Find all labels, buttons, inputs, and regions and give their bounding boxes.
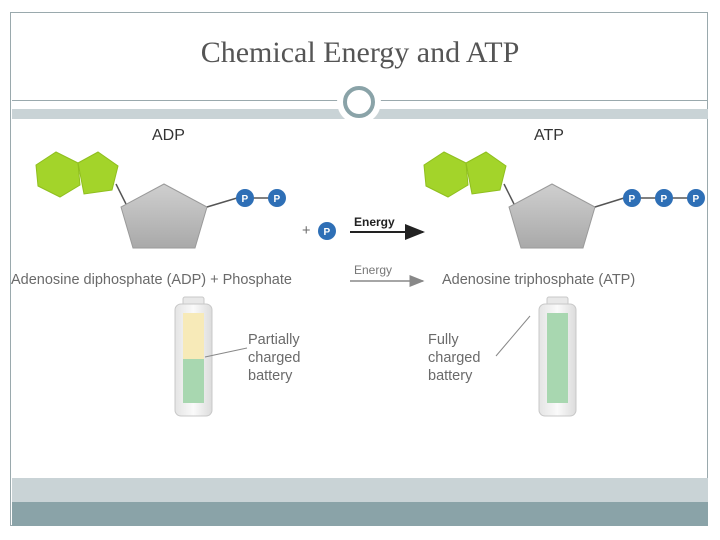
adp-phosphate-1-label: P — [242, 194, 249, 205]
adp-header: ADP — [152, 127, 185, 144]
adp-bond-ribose-phosphate — [206, 197, 238, 208]
adp-adenine-hexagon — [35, 151, 81, 198]
atp-phosphate-1-label: P — [629, 194, 636, 205]
adp-bond-adenine-ribose — [115, 183, 127, 205]
battery-full-label-line-2: charged — [428, 350, 480, 366]
atp-header: ATP — [534, 127, 564, 144]
slide-title: Chemical Energy and ATP — [200, 36, 520, 69]
divider-ring-icon — [343, 86, 375, 118]
battery-partial-leader-line — [204, 347, 248, 358]
footer-band-dark — [12, 502, 708, 526]
atp-molecule: P P P — [423, 151, 705, 249]
atp-adenine-hexagon — [423, 151, 469, 198]
atp-adenine-pentagon — [465, 151, 507, 195]
adp-ribose-pentagon — [120, 183, 208, 249]
atp-phosphate-2 — [655, 189, 673, 207]
atp-phosphate-2-label: P — [661, 194, 668, 205]
atp-phosphate-3-label: P — [693, 194, 700, 205]
free-phosphate-label: P — [324, 227, 331, 238]
free-phosphate — [318, 222, 336, 240]
battery-partial — [174, 296, 248, 417]
equation-right: Adenosine triphosphate (ATP) — [442, 272, 635, 288]
energy-label-top: Energy — [354, 215, 395, 229]
adp-phosphate-1 — [236, 189, 254, 207]
battery-partial-label-line-1: Partially — [248, 332, 300, 348]
adp-phosphate-2 — [268, 189, 286, 207]
battery-full-label-line-3: battery — [428, 368, 473, 384]
atp-ribose-pentagon — [508, 183, 596, 249]
battery-partial-label-line-2: charged — [248, 350, 300, 366]
battery-partial-label-line-3: battery — [248, 368, 293, 384]
plus-sign: + — [302, 223, 310, 239]
battery-full-leader-line — [495, 315, 531, 357]
energy-label-bottom: Energy — [354, 263, 392, 277]
atp-bond-adenine-ribose — [503, 183, 515, 205]
adp-adenine-pentagon — [77, 151, 119, 195]
battery-partial-empty-zone — [183, 313, 204, 359]
battery-full-label-line-1: Fully — [428, 332, 459, 348]
atp-phosphate-3 — [687, 189, 705, 207]
battery-full — [495, 296, 577, 417]
battery-full-charge-fill — [547, 313, 568, 403]
adp-phosphate-2-label: P — [274, 194, 281, 205]
equation-left: Adenosine diphosphate (ADP) + Phosphate — [11, 272, 292, 288]
battery-partial-charge-fill — [183, 359, 204, 403]
adp-molecule: P P — [35, 151, 286, 249]
footer-band-light — [12, 478, 708, 502]
atp-phosphate-1 — [623, 189, 641, 207]
atp-bond-ribose-phosphate — [594, 197, 625, 208]
